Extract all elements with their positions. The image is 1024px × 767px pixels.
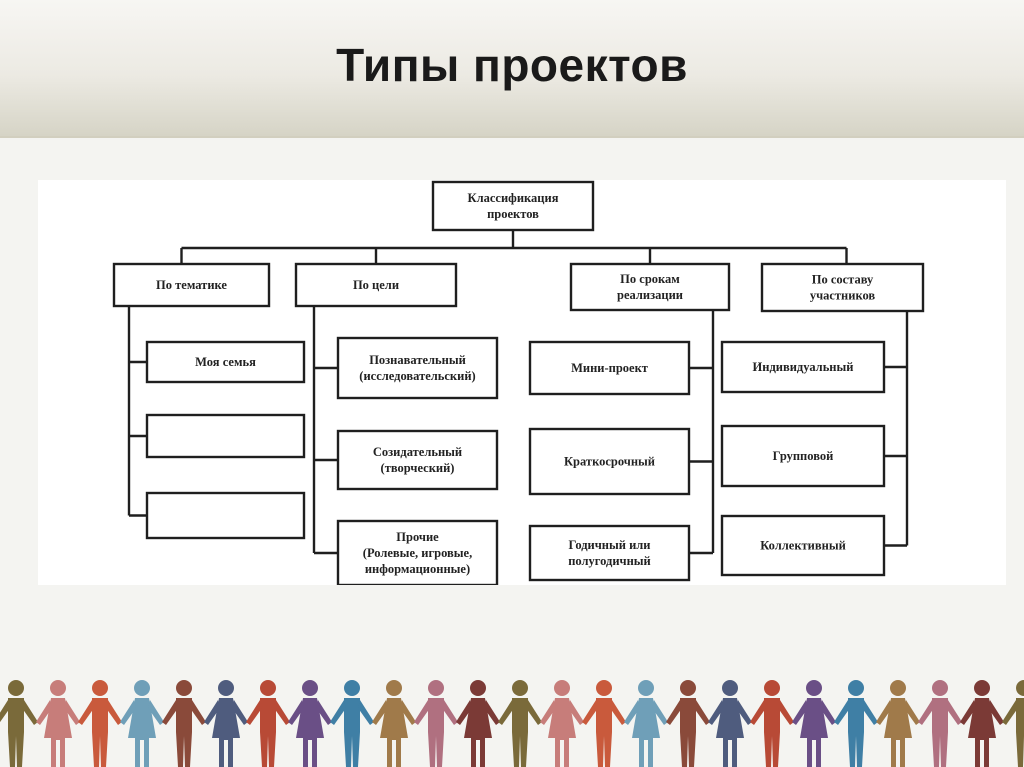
root-node-text: Классификация <box>468 191 559 205</box>
item-node-3-2-text: Краткосрочный <box>564 455 655 469</box>
slide-title: Типы проектов <box>336 39 688 91</box>
item-node-3-3-text: Годичный или <box>568 538 650 552</box>
item-node-2-1-box <box>336 336 499 400</box>
person-figure <box>78 680 122 767</box>
person-figure <box>834 680 878 767</box>
category-node-2-text: По цели <box>353 278 399 292</box>
connector-lines <box>127 230 909 555</box>
item-node-2-3-text: информационные) <box>365 562 470 576</box>
category-node-3-text: По срокам <box>620 272 680 286</box>
person-figure <box>162 680 206 767</box>
item-node-2-3-text: (Ролевые, игровые, <box>363 546 472 560</box>
item-node-2-2-box <box>336 429 499 491</box>
person-figure <box>582 680 626 767</box>
item-node-3-2-box <box>528 427 691 496</box>
item-node-2-2-text: (творческий) <box>381 461 455 475</box>
item-node-3-3-text: полугодичный <box>568 554 651 568</box>
item-node-4-3-text: Коллективный <box>760 539 846 553</box>
root-node-text: проектов <box>487 207 539 221</box>
item-node-2-3-box <box>336 519 499 585</box>
item-node-3-3: Годичный или полугодичный <box>528 524 691 582</box>
person-figure <box>120 680 164 767</box>
item-node-2-1: Познавательный (исследовательский) <box>336 336 499 400</box>
person-figure <box>414 680 458 767</box>
category-node-4: По составу участников <box>760 262 925 313</box>
item-node-2-2: Созидательный (творческий) <box>336 429 499 491</box>
item-node-1-2-box <box>145 413 306 459</box>
person-figure <box>246 680 290 767</box>
root-node-box <box>431 180 595 232</box>
item-node-1-1-text: Моя семья <box>195 355 256 369</box>
title-bar: Типы проектов <box>0 0 1024 138</box>
category-node-1-text: По тематике <box>156 278 227 292</box>
item-node-4-1-box <box>720 340 886 394</box>
category-node-3-text: реализации <box>617 288 683 302</box>
person-figure <box>918 680 962 767</box>
person-figure <box>624 680 668 767</box>
item-node-4-1: Индивидуальный <box>720 340 886 394</box>
person-figure <box>498 680 542 767</box>
person-figure <box>960 680 1004 767</box>
category-node-2-box <box>294 262 458 308</box>
item-node-4-2: Групповой <box>720 424 886 488</box>
item-node-4-3: Коллективный <box>720 514 886 577</box>
item-node-4-2-text: Групповой <box>773 449 834 463</box>
person-figure <box>750 680 794 767</box>
category-node-4-box <box>760 262 925 313</box>
person-figure <box>204 680 248 767</box>
person-figure <box>372 680 416 767</box>
category-node-4-text: участников <box>810 289 876 303</box>
person-figure <box>456 680 500 767</box>
item-node-1-1: Моя семья <box>145 340 306 384</box>
person-figure <box>708 680 752 767</box>
item-node-4-2-box <box>720 424 886 488</box>
category-node-3-box <box>569 262 731 312</box>
item-node-1-3-box <box>145 491 306 540</box>
category-node-2: По цели <box>294 262 458 308</box>
item-node-2-3-text: Прочие <box>396 530 439 544</box>
item-node-1-2 <box>145 413 306 459</box>
item-node-2-1-text: (исследовательский) <box>359 369 475 383</box>
item-node-4-1-text: Индивидуальный <box>753 360 854 374</box>
person-figure <box>0 680 38 767</box>
item-node-2-1-text: Познавательный <box>369 353 466 367</box>
item-node-3-1: Мини-проект <box>528 340 691 396</box>
category-node-1-box <box>112 262 271 308</box>
item-node-1-3 <box>145 491 306 540</box>
item-node-3-1-text: Мини-проект <box>571 361 648 375</box>
category-node-4-text: По составу <box>812 273 874 287</box>
person-figure <box>792 680 836 767</box>
people-chain-decoration <box>0 680 1024 767</box>
root-node: Классификация проектов <box>431 180 595 232</box>
person-figure <box>36 680 80 767</box>
item-node-3-1-box <box>528 340 691 396</box>
category-node-1: По тематике <box>112 262 271 308</box>
person-figure <box>330 680 374 767</box>
item-node-2-2-text: Созидательный <box>373 445 462 459</box>
category-node-3: По срокам реализации <box>569 262 731 312</box>
item-node-3-3-box <box>528 524 691 582</box>
person-figure <box>876 680 920 767</box>
person-figure <box>288 680 332 767</box>
person-figure <box>540 680 584 767</box>
person-figure <box>1002 680 1024 767</box>
item-node-2-3: Прочие (Ролевые, игровые, информационные) <box>336 519 499 585</box>
item-node-4-3-box <box>720 514 886 577</box>
item-node-1-1-box <box>145 340 306 384</box>
item-node-3-2: Краткосрочный <box>528 427 691 496</box>
person-figure <box>666 680 710 767</box>
